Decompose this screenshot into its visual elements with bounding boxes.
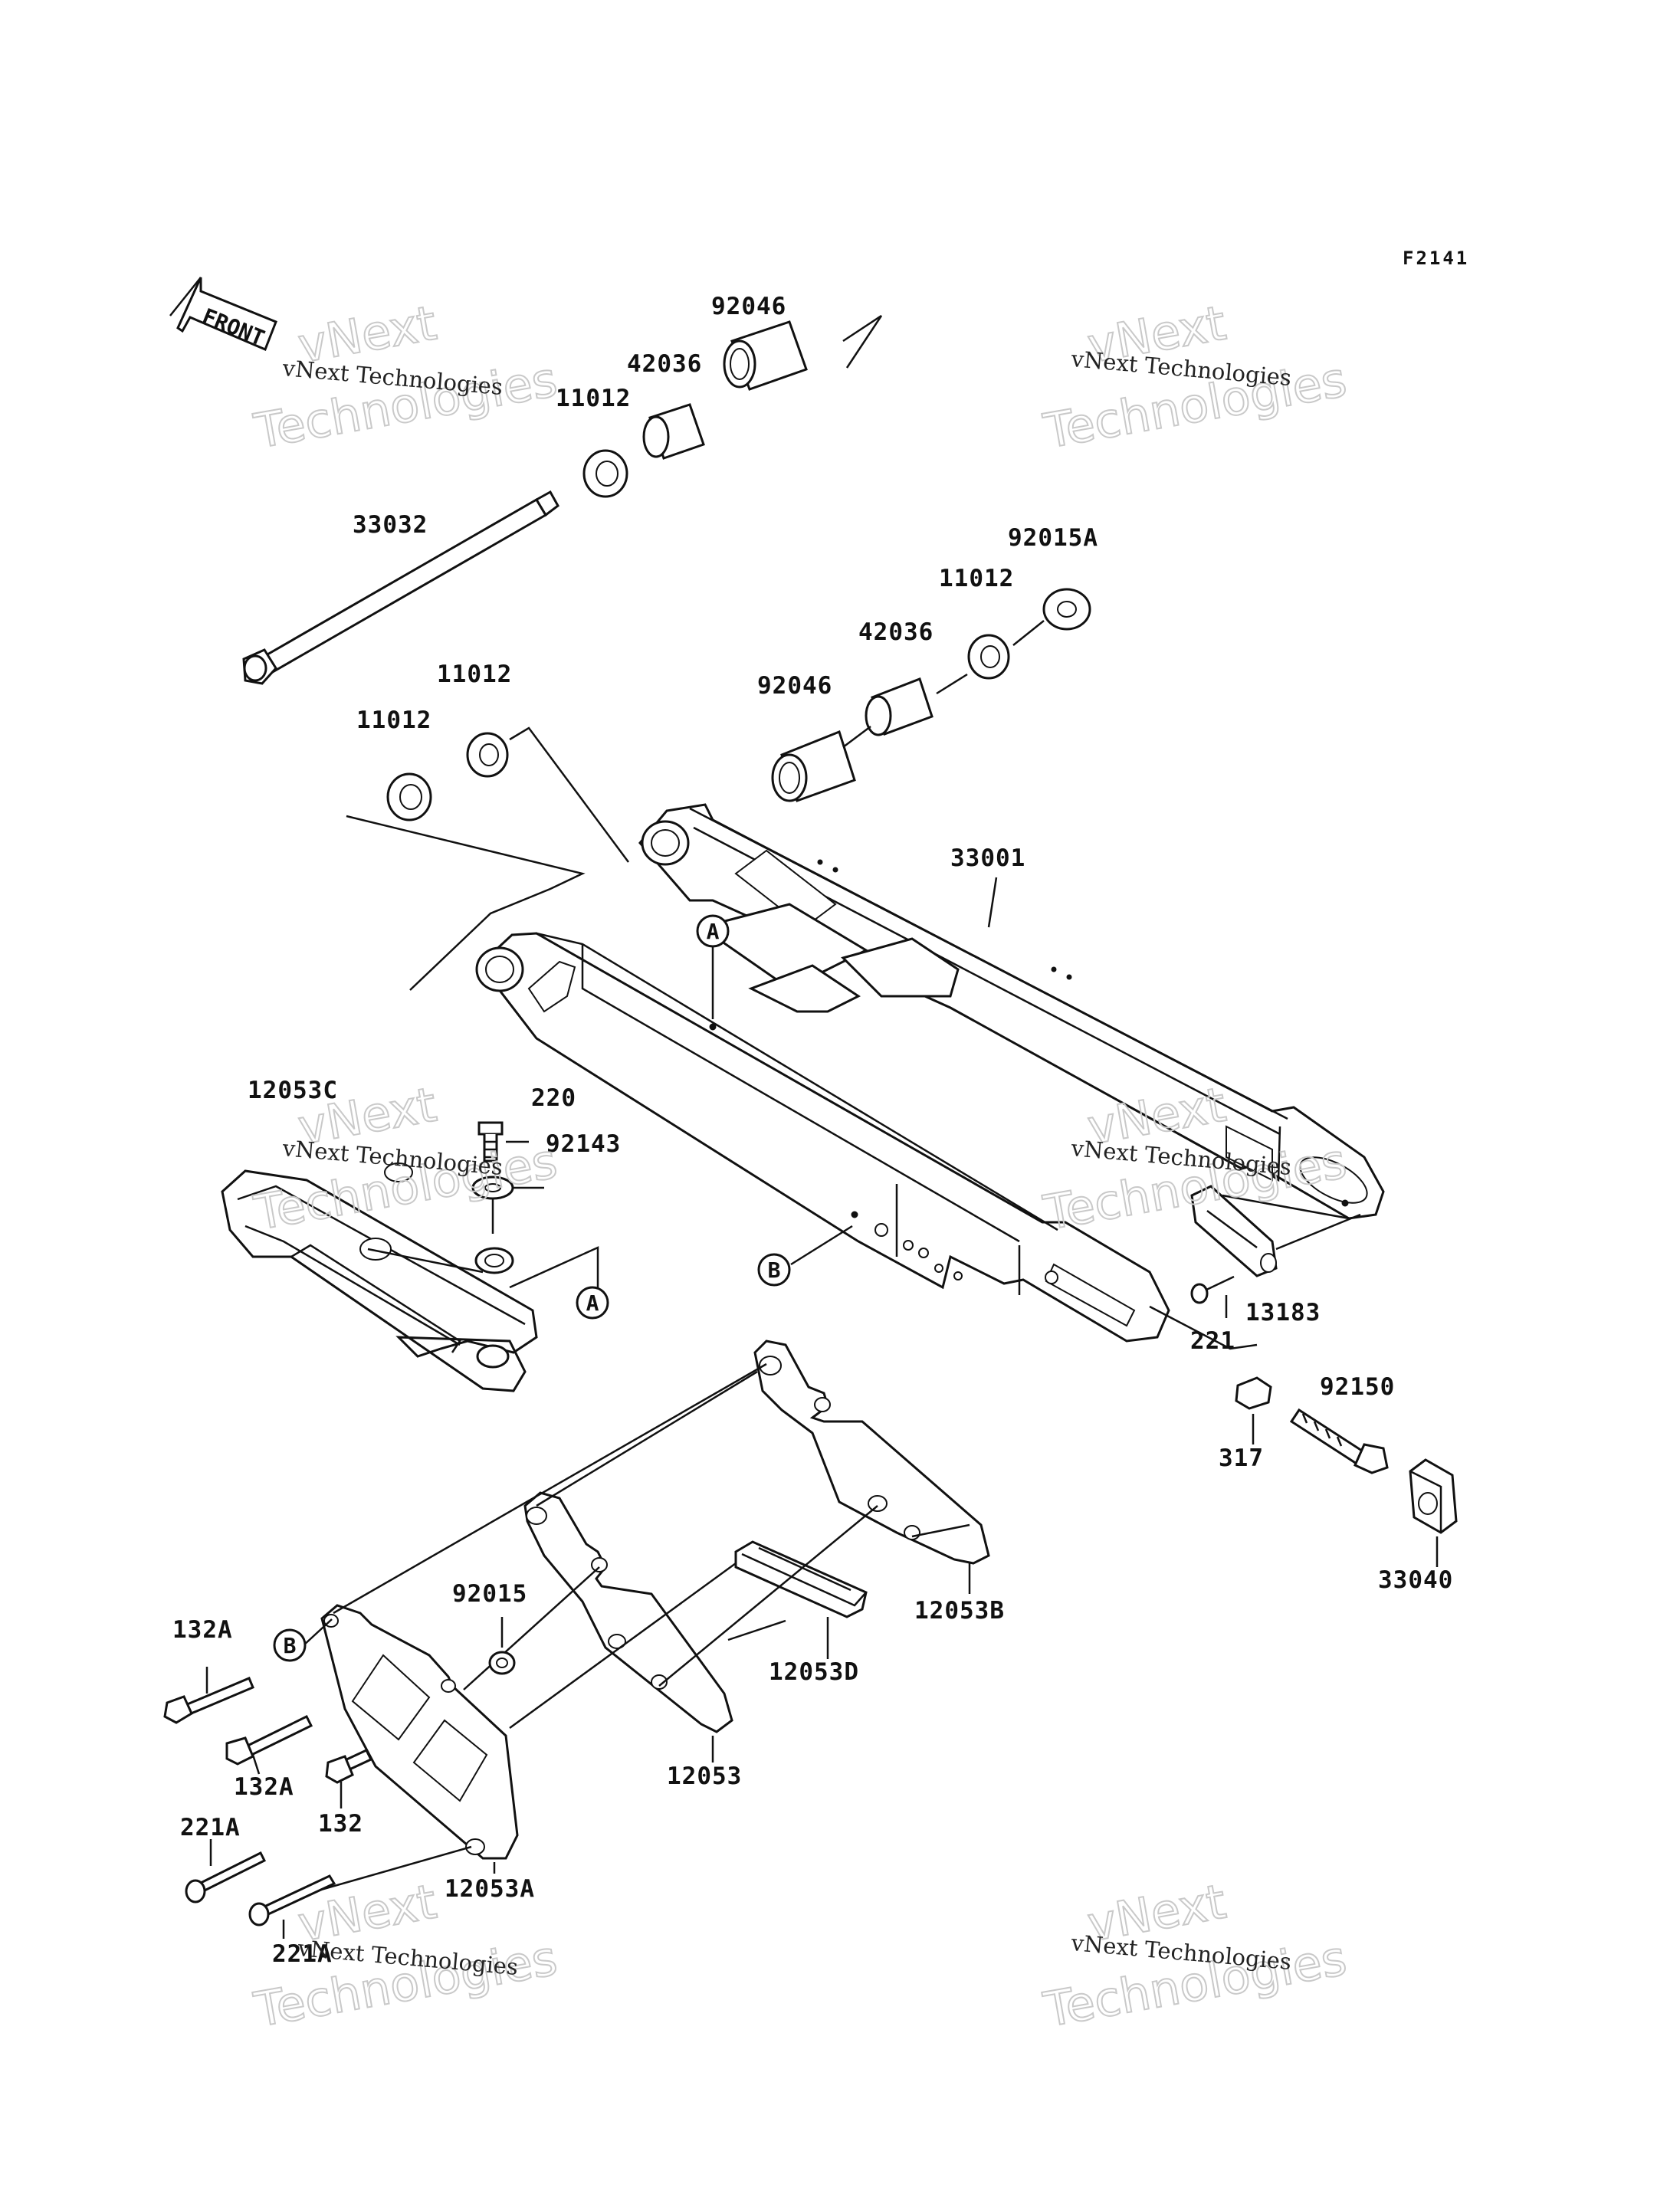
chain-guide-bracket-12053A (320, 1604, 519, 1874)
part-label-11012: 11012 (356, 707, 431, 734)
callout-a-lower: A (576, 1286, 609, 1320)
seal-11012-right (967, 634, 1010, 680)
bolt-132 (325, 1749, 373, 1808)
screw-221A-upper (185, 1839, 267, 1904)
chain-slipper-12053C (221, 1162, 538, 1392)
nut-317 (1235, 1376, 1272, 1444)
needle-bearing-92046-top (723, 314, 883, 391)
swingarm-33001 (475, 803, 1385, 1343)
part-label-92015A: 92015A (1008, 524, 1098, 552)
part-label-12053C: 12053C (248, 1077, 338, 1104)
collar-42036-top (642, 403, 705, 460)
part-label-12053D: 12053D (769, 1658, 859, 1686)
part-label-12053A: 12053A (445, 1875, 535, 1903)
svg-text:A: A (707, 919, 720, 944)
part-label-92143: 92143 (546, 1130, 621, 1158)
part-label-92015: 92015 (452, 1580, 527, 1608)
part-label-42036: 42036 (858, 618, 934, 646)
chain-guide-12053 (523, 1491, 733, 1763)
seal-11012-left-upper (466, 732, 509, 778)
part-label-11012: 11012 (939, 565, 1014, 592)
part-label-11012: 11012 (556, 385, 631, 412)
part-label-221A: 221A (272, 1940, 333, 1968)
seal-11012-left-lower (386, 772, 432, 821)
screw-221A-lower (248, 1874, 336, 1939)
part-label-12053B: 12053B (914, 1597, 1005, 1625)
diagram-code: F2141 (1403, 248, 1469, 269)
part-label-221A: 221A (180, 1814, 241, 1841)
washer-92143 (471, 1176, 544, 1234)
chain-adjuster-plate-13183 (1190, 1185, 1361, 1277)
nut-92015A (1042, 588, 1091, 631)
bolt-132A-upper (163, 1667, 254, 1724)
callout-a-upper: A (696, 914, 730, 948)
part-label-33032: 33032 (353, 511, 428, 539)
svg-text:B: B (284, 1633, 297, 1658)
part-label-12053: 12053 (667, 1763, 742, 1790)
front-arrow-icon: FRONT (169, 277, 277, 351)
seal-11012-top (582, 449, 628, 498)
part-label-132A: 132A (172, 1616, 233, 1644)
chain-guide-12053B (753, 1340, 990, 1594)
callout-b-upper: B (757, 1253, 791, 1287)
nut-92015 (488, 1617, 516, 1675)
adjuster-block-33040 (1409, 1458, 1458, 1567)
pivot-shaft-33032 (242, 490, 559, 685)
svg-text:A: A (586, 1290, 599, 1316)
callout-b-lower: B (273, 1628, 307, 1662)
part-label-33001: 33001 (950, 844, 1025, 872)
part-label-132: 132 (318, 1810, 363, 1838)
part-label-317: 317 (1219, 1444, 1264, 1472)
part-label-42036: 42036 (627, 350, 702, 378)
part-label-92150: 92150 (1320, 1373, 1395, 1401)
part-label-92046: 92046 (757, 672, 832, 700)
part-label-11012: 11012 (437, 661, 512, 688)
needle-bearing-92046-right (771, 730, 856, 802)
part-label-220: 220 (531, 1084, 576, 1112)
part-label-13183: 13183 (1245, 1299, 1321, 1326)
bolt-220 (477, 1121, 529, 1162)
bolt-132A-lower (225, 1714, 313, 1775)
part-label-92046: 92046 (711, 293, 786, 320)
part-label-33040: 33040 (1378, 1566, 1453, 1594)
part-label-221: 221 (1190, 1327, 1235, 1355)
bolt-92150 (1289, 1408, 1389, 1474)
chain-guide-slider-12053D (734, 1540, 868, 1659)
part-label-132A: 132A (234, 1773, 294, 1801)
collar-42036-right (865, 677, 934, 736)
svg-text:B: B (768, 1258, 781, 1283)
screw-221 (1190, 1275, 1235, 1318)
